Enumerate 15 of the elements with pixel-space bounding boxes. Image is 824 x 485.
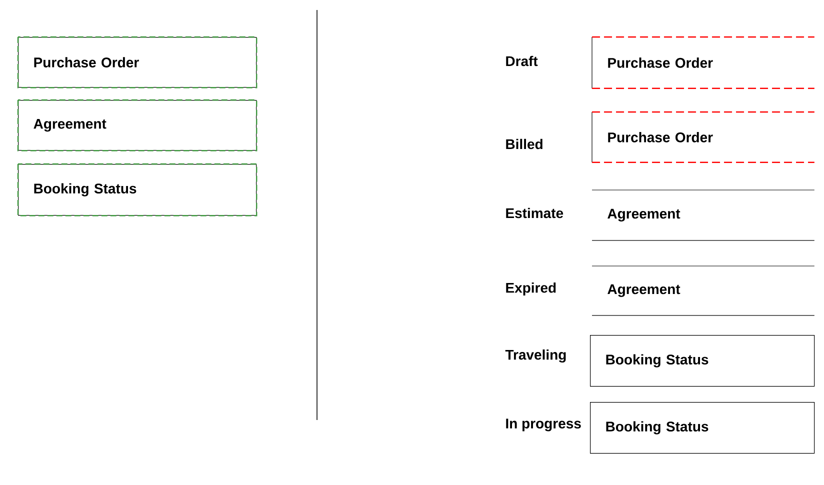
answer-box: Purchase Order (591, 36, 815, 89)
category-label: Expired (506, 282, 556, 296)
answer-box: Purchase Order (591, 111, 815, 163)
answer-box: Booking Status (590, 402, 815, 454)
category-label: In progress (506, 418, 581, 432)
answer-box: Agreement (592, 266, 815, 316)
category-label: Estimate (506, 208, 564, 218)
category-label: Traveling (505, 349, 566, 363)
category-label: Billed (506, 138, 542, 150)
answer-box: Agreement (17, 99, 258, 152)
answer-box: Agreement (592, 190, 815, 241)
category-label: Draft (506, 56, 538, 66)
answer-box: Booking Status (590, 335, 815, 387)
answer-box: Booking Status (17, 163, 258, 216)
answer-box: Purchase Order (17, 36, 258, 88)
